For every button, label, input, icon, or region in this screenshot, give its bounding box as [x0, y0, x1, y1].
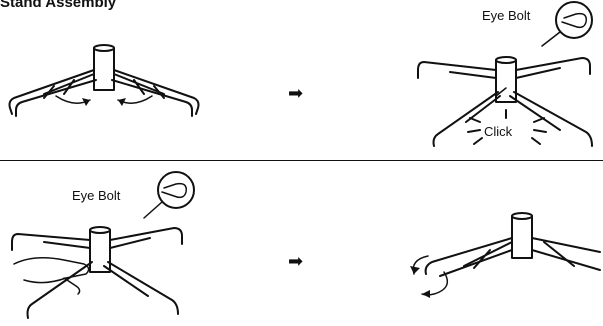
- step-3-illustration: Eye Bolt: [4, 168, 204, 326]
- section-divider: [0, 160, 603, 161]
- eye-bolt-label: Eye Bolt: [72, 188, 120, 203]
- step-1-to-2-arrow-icon: ➡: [288, 84, 303, 102]
- step-2-illustration: Eye Bolt Click: [410, 0, 603, 160]
- stand-refolding-drawing: [404, 206, 603, 306]
- step-3-to-4-arrow-icon: ➡: [288, 252, 303, 270]
- step-1-illustration: [4, 36, 214, 136]
- step-4-illustration: [404, 206, 603, 306]
- stand-assembly-title: Stand Assembly: [0, 0, 116, 11]
- eye-bolt-label: Eye Bolt: [482, 8, 530, 23]
- stand-folded-drawing: [4, 36, 214, 136]
- click-label: Click: [484, 124, 512, 139]
